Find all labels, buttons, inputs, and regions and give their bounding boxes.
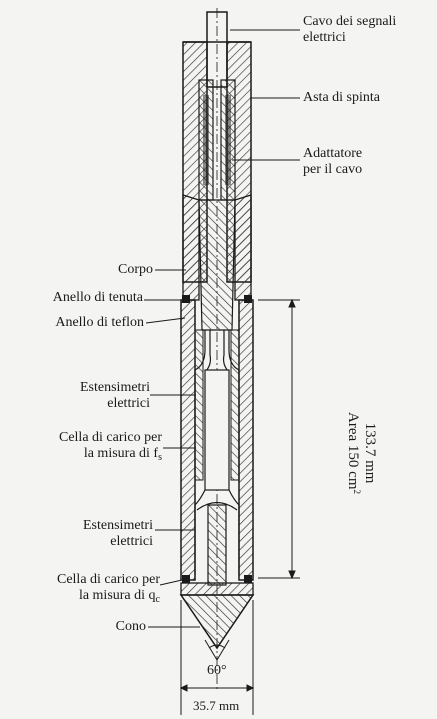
seal-ring-bottom-right <box>244 575 252 583</box>
seal-ring-bottom-left <box>182 575 190 583</box>
diameter-label: 35.7 mm <box>193 698 240 713</box>
label-cable-adapter: Adattatore per il cavo <box>303 146 363 177</box>
label-load-cell-fs: Cella di carico per la misura di fs <box>58 430 162 463</box>
seal-ring-right <box>244 295 252 303</box>
length-dimension <box>258 298 300 580</box>
cone-tip <box>179 582 255 650</box>
load-cell-qc <box>194 489 240 586</box>
label-strain-gauges-1: Estensimetri elettrici <box>80 380 150 411</box>
label-cone: Cono <box>115 619 146 634</box>
cone-angle-label: 60° <box>207 663 227 678</box>
load-cell-fs <box>194 330 240 491</box>
label-body: Corpo <box>118 262 153 277</box>
seal-ring-left <box>182 295 190 303</box>
label-push-rod: Asta di spinta <box>303 90 380 105</box>
label-load-cell-qc: Cella di carico per la misura di qc <box>56 572 160 605</box>
label-strain-gauges-2: Estensimetri elettrici <box>83 518 153 549</box>
leader-lines <box>144 29 300 628</box>
length-area-annotation: 133.7 mm Area 150 cm2 <box>345 412 378 494</box>
label-seal-ring: Anello di tenuta <box>52 290 143 305</box>
diameter-dimension <box>179 600 255 715</box>
label-teflon-ring: Anello di teflon <box>55 315 144 330</box>
cable-adapter <box>198 79 236 201</box>
label-signal-cable: Cavo dei segnali elettrici <box>303 14 397 45</box>
cone-angle-mark <box>204 639 230 661</box>
probe-body <box>182 194 252 331</box>
